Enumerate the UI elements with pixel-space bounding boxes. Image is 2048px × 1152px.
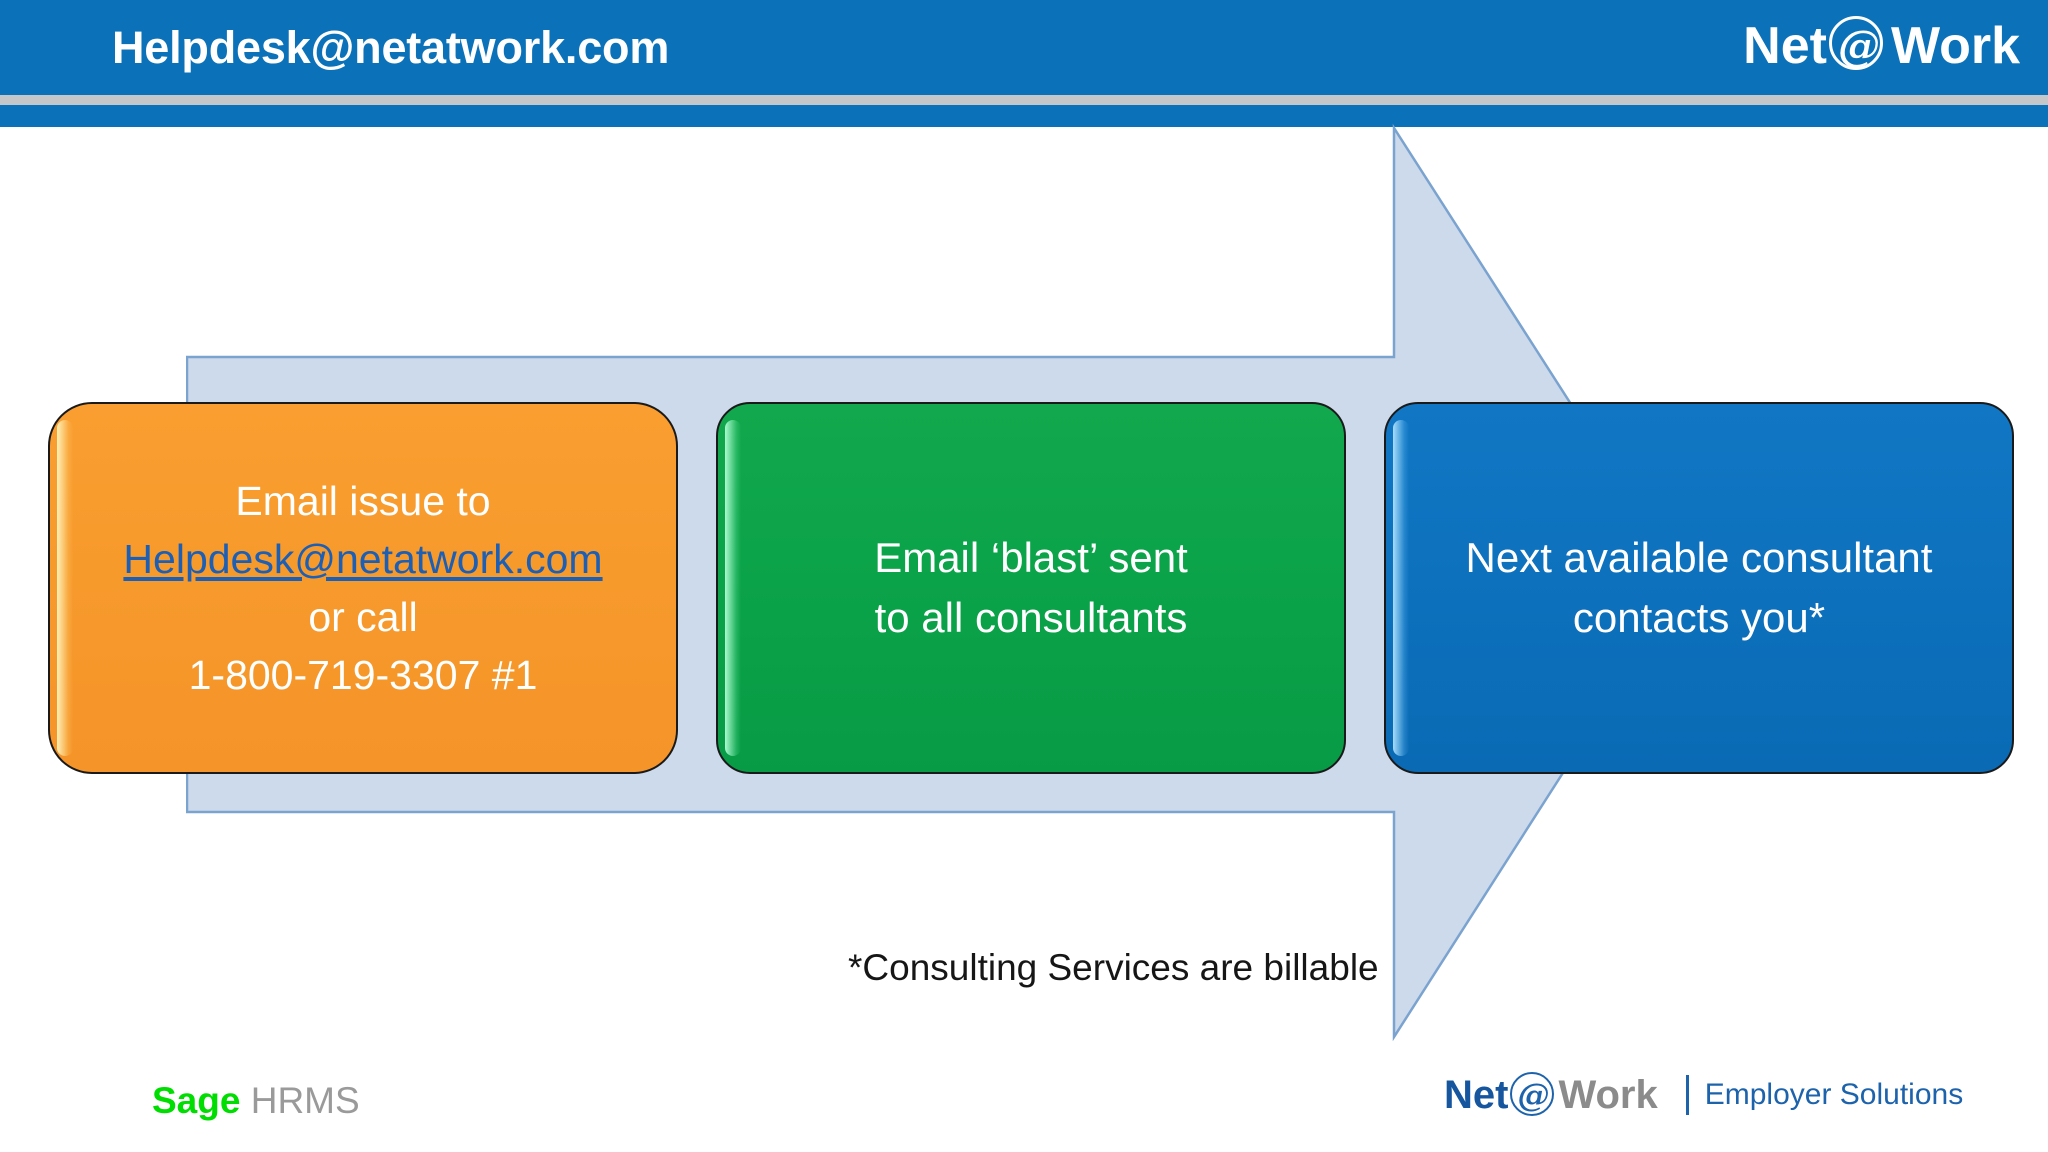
helpdesk-email-link[interactable]: Helpdesk@netatwork.com <box>123 535 603 582</box>
step2-line2: to all consultants <box>874 594 1188 641</box>
box-bevel-highlight <box>57 420 73 756</box>
logo-text-net: Net <box>1743 17 1827 75</box>
footer-tagline: Employer Solutions <box>1704 1078 1964 1111</box>
footer-at-ring-shape <box>1510 1072 1555 1116</box>
footer-at-glyph: @ <box>1517 1076 1550 1114</box>
page-title: Helpdesk@netatwork.com <box>112 22 670 73</box>
at-circle-icon: @ <box>1828 16 1889 76</box>
header-bar <box>0 0 2048 95</box>
step1-line1: Email issue to <box>235 477 491 524</box>
netatwork-logo-header: Net @ Work <box>1743 16 2020 76</box>
header-accent-band <box>0 105 2048 127</box>
billable-footnote: *Consulting Services are billable <box>848 947 1379 988</box>
process-step-email-issue[interactable]: Email issue to Helpdesk@netatwork.com or… <box>48 402 678 774</box>
logo-text-work: Work <box>1890 17 2020 75</box>
sage-hrms-logo: Sage HRMS <box>152 1082 360 1119</box>
footer-at-circle-icon: @ <box>1510 1072 1556 1118</box>
sage-brand-text: Sage <box>152 1080 241 1121</box>
header-divider <box>0 95 2048 105</box>
netatwork-logo-footer: Net @ Work Employer Solutions <box>1444 1072 1963 1118</box>
at-glyph: @ <box>1837 21 1880 70</box>
step1-phone-number: 1-800-719-3307 #1 <box>188 652 538 699</box>
process-step-email-blast[interactable]: Email ‘blast’ sent to all consultants <box>716 402 1346 774</box>
step1-line2: or call <box>308 594 418 640</box>
sage-product-text: HRMS <box>250 1080 360 1121</box>
process-step-consultant-contact[interactable]: Next available consultant contacts you* <box>1384 402 2014 774</box>
footer-logo-divider <box>1685 1075 1689 1115</box>
at-ring-shape <box>1828 16 1883 70</box>
box-bevel-highlight <box>725 420 741 756</box>
box-bevel-highlight <box>1393 420 1409 756</box>
step3-line1: Next available consultant <box>1465 534 1933 582</box>
footer-logo-text-net: Net <box>1444 1073 1509 1117</box>
footer-logo-text-work: Work <box>1558 1073 1658 1117</box>
step3-line2: contacts you* <box>1572 594 1826 641</box>
step2-line1: Email ‘blast’ sent <box>874 534 1188 582</box>
